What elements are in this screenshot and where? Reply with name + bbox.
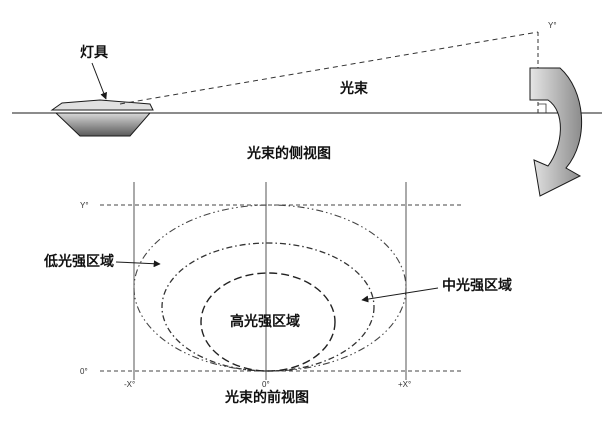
front-x-zero-label: 0° xyxy=(262,380,270,389)
beam-label: 光束 xyxy=(339,80,369,97)
mid-zone-label: 中光强区域 xyxy=(442,277,512,294)
mid-intensity-zone xyxy=(161,242,375,372)
side-view-caption: 光束的侧视图 xyxy=(246,145,331,162)
front-y-top-label: Y° xyxy=(80,201,89,210)
beam-upper-edge xyxy=(119,31,539,105)
right-angle-marker xyxy=(538,103,547,113)
low-zone-label: 低光强区域 xyxy=(43,253,114,270)
mid-zone-arrow xyxy=(361,287,439,303)
front-view-caption: 光束的前视图 xyxy=(224,389,309,406)
side-y-label: Y° xyxy=(548,21,557,30)
front-view: Y° 0° -X° 0° +X° 低光强区域 中光强区域 高光强区域 光束的前视… xyxy=(43,182,512,406)
fixture-label: 灯具 xyxy=(80,44,108,61)
side-view: 灯具 Y° 0° 光束 光束的侧视图 xyxy=(12,21,602,197)
front-x-pos-label: +X° xyxy=(398,380,411,389)
rotation-arrow-icon xyxy=(529,67,583,197)
fixture-label-arrow xyxy=(91,62,107,100)
fixture-icon xyxy=(50,99,154,137)
front-y-zero-label: 0° xyxy=(80,367,88,376)
front-x-neg-label: -X° xyxy=(124,380,135,389)
high-zone-label: 高光强区域 xyxy=(230,313,300,330)
high-intensity-zone xyxy=(200,272,336,372)
low-intensity-zone xyxy=(133,204,407,372)
low-zone-arrow xyxy=(115,260,161,268)
